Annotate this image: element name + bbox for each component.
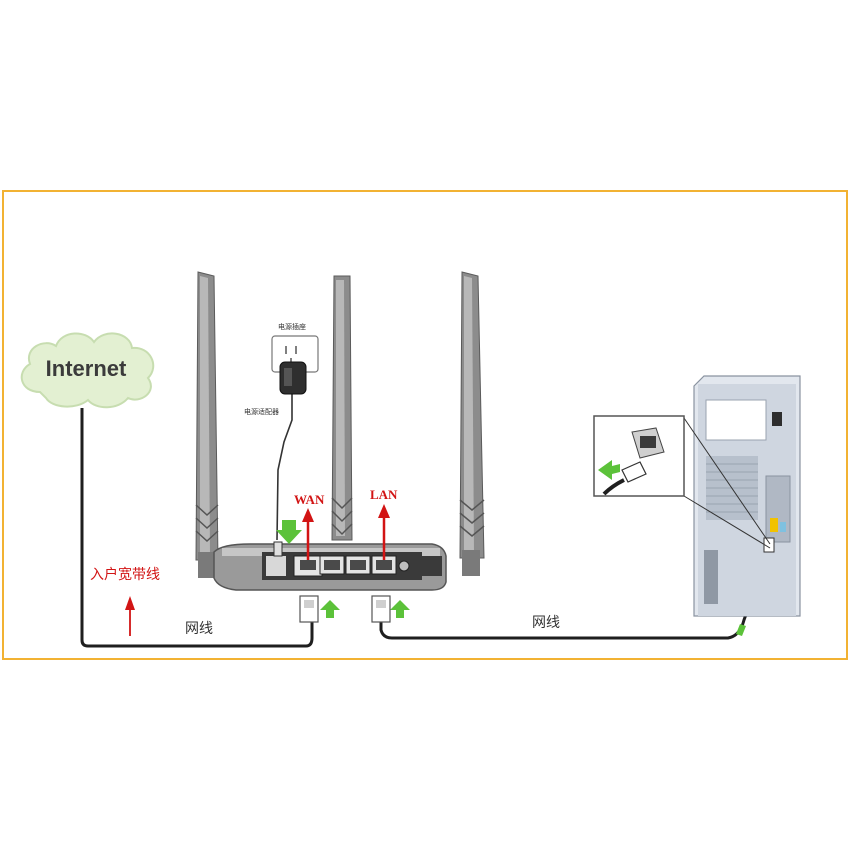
- router-antenna-left: [195, 271, 219, 578]
- ethernet-plug-zoom-icon: [598, 460, 647, 496]
- lan-plug-green-arrow-icon: [390, 600, 410, 618]
- router-icon: [213, 541, 447, 591]
- power-outlet-label: 电源插座: [278, 323, 306, 331]
- power-adapter-icon: [279, 361, 307, 395]
- lan-port-label: LAN: [370, 487, 398, 502]
- wan-port-label: WAN: [294, 492, 325, 507]
- wan-rj45-plug-icon: [299, 595, 319, 623]
- router-antenna-right: [459, 271, 485, 576]
- wan-plug-green-arrow-icon: [320, 600, 340, 618]
- broadband-cable-label: 入户宽带线: [90, 567, 160, 583]
- internet-cloud-icon: [20, 332, 155, 409]
- power-cable: [276, 392, 293, 541]
- power-adapter-label: 电源适配器: [244, 408, 279, 416]
- internet-cloud-label: Internet: [45, 356, 127, 381]
- pc-cable-green-arrow-icon: [736, 624, 746, 636]
- network-port-callout: [593, 415, 771, 549]
- power-green-arrow-icon: [276, 520, 302, 544]
- router-cable-label: 网线: [185, 621, 213, 637]
- ethernet-port-zoom-icon: [631, 427, 665, 459]
- broadband-arrow-icon: [125, 596, 135, 636]
- lan-rj45-plug-icon: [371, 595, 391, 623]
- wan-arrow-icon: [302, 508, 314, 560]
- broadband-cable: [80, 408, 314, 648]
- pc-cable-label: 网线: [532, 615, 560, 631]
- desktop-pc-tower-icon: [693, 375, 801, 617]
- lan-arrow-icon: [378, 504, 390, 560]
- router-antenna-middle: [331, 275, 353, 541]
